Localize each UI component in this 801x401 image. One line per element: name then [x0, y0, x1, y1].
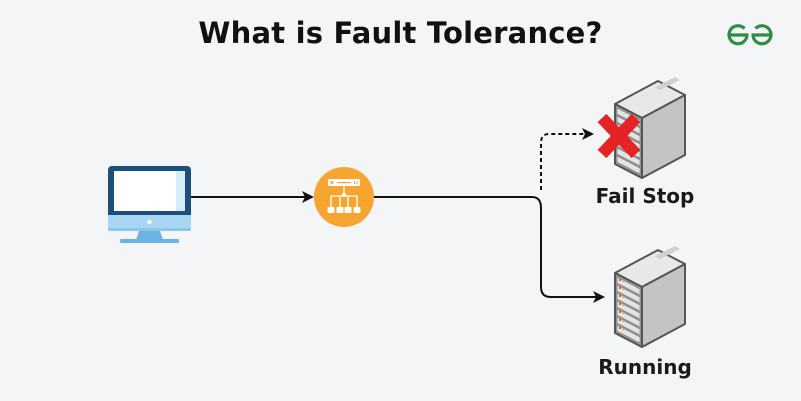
fail-stop-label: Fail Stop [595, 184, 695, 208]
edge-balancer-to-failed [540, 128, 594, 190]
monitor-icon [108, 166, 191, 243]
server-running-icon [614, 246, 686, 348]
edge-balancer-to-running [374, 196, 605, 303]
gfg-logo-icon [727, 24, 773, 46]
network-switch-icon [314, 167, 374, 227]
red-x-icon [597, 113, 641, 159]
page-title: What is Fault Tolerance? [198, 16, 603, 50]
running-label: Running [598, 355, 692, 379]
